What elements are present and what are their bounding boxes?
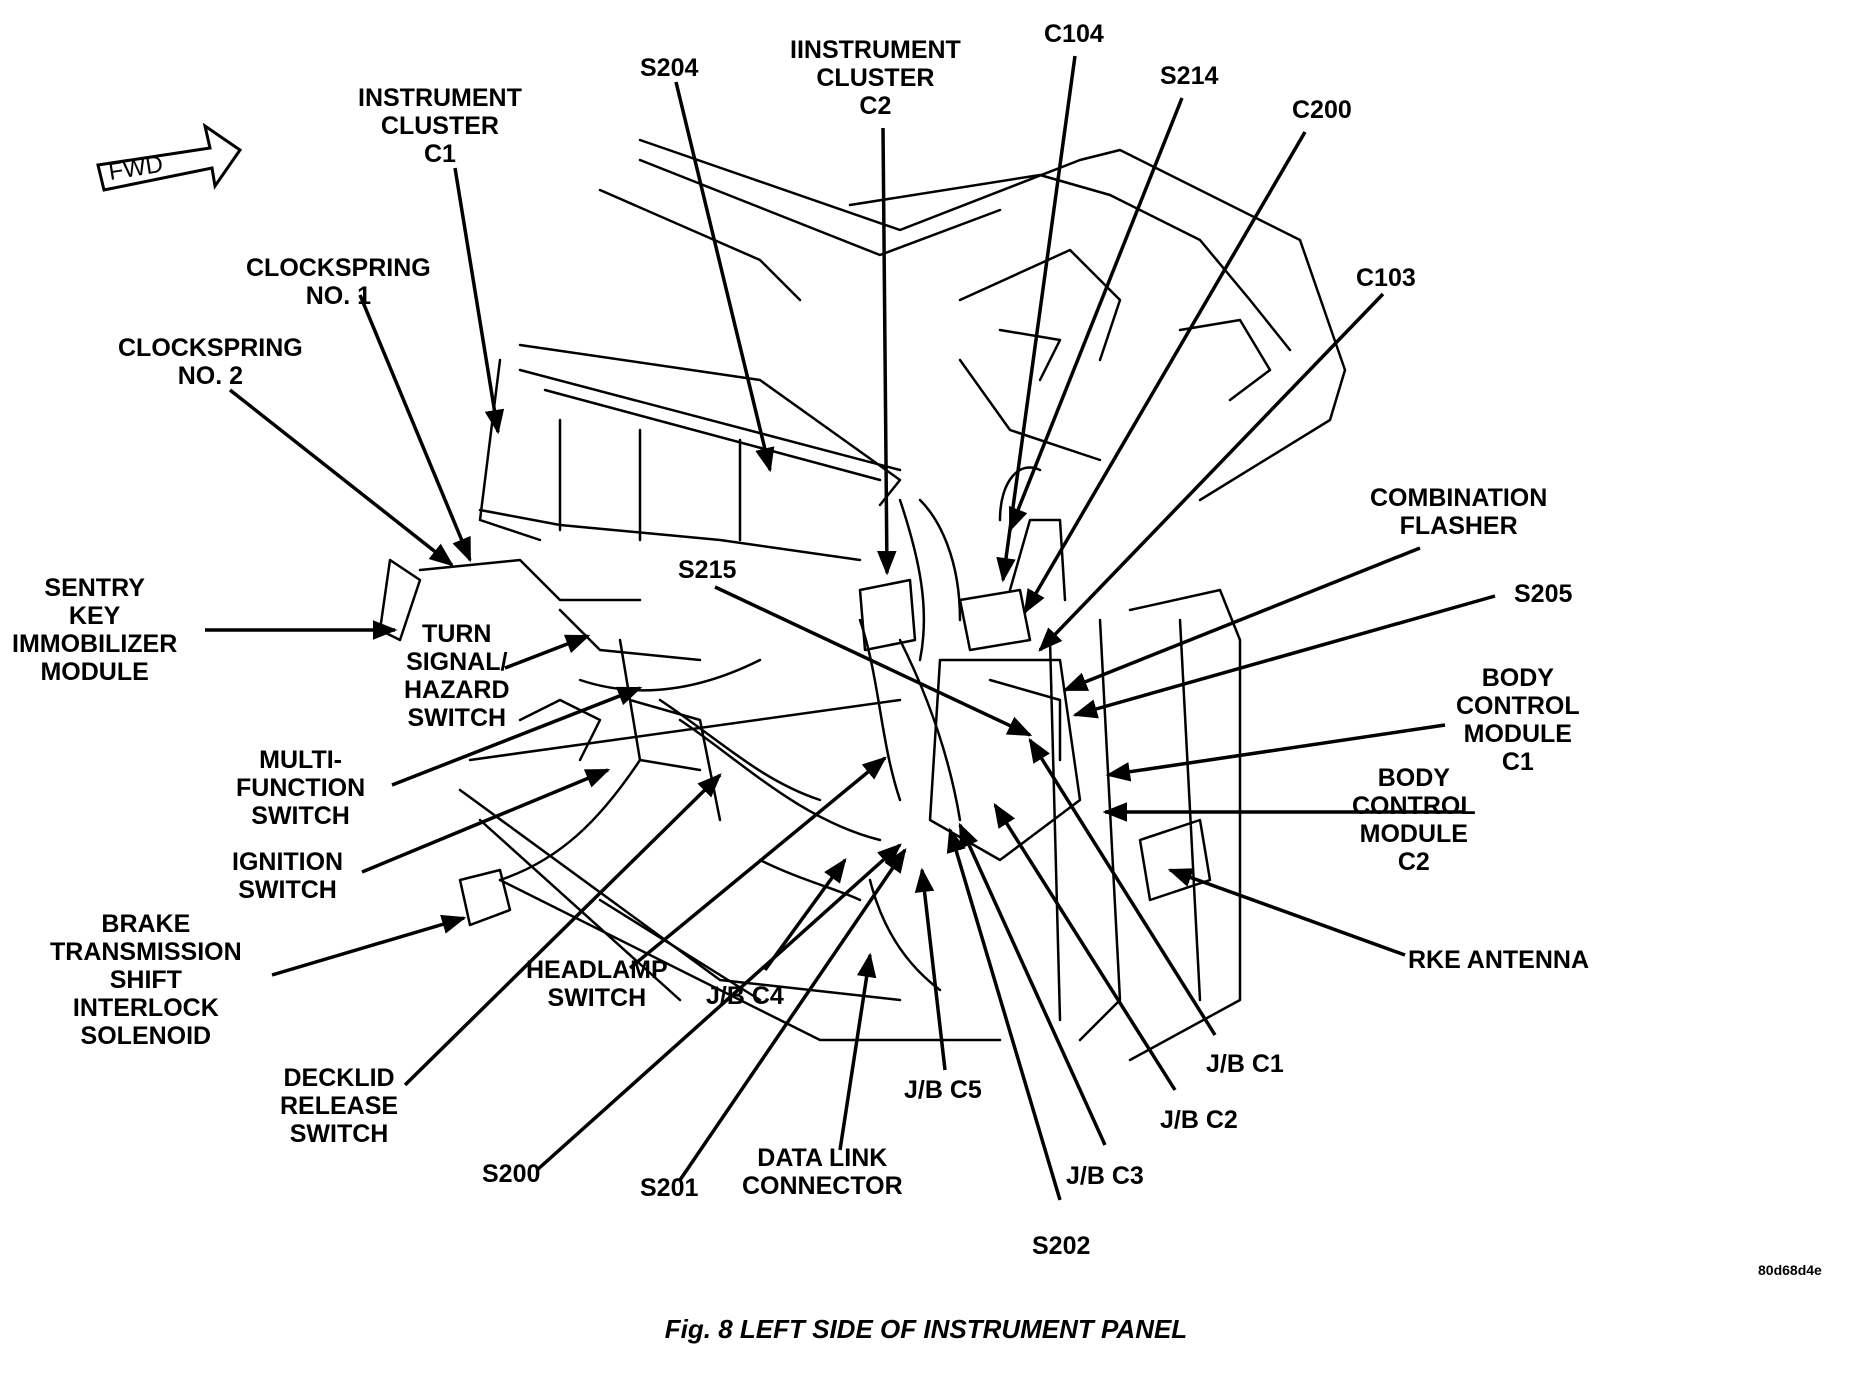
label-s202: S202: [1032, 1232, 1091, 1260]
label-jb-c2: J/B C2: [1160, 1106, 1238, 1134]
label-s200: S200: [482, 1160, 541, 1188]
image-code: 80d68d4e: [1758, 1262, 1822, 1278]
label-jb-c5: J/B C5: [904, 1076, 982, 1104]
leader-lines: [205, 55, 1496, 1201]
fwd-arrow-icon: FWD: [96, 122, 243, 192]
label-s205: S205: [1514, 580, 1573, 608]
label-s201: S201: [640, 1174, 699, 1202]
instrument-panel-art: [378, 138, 1347, 1062]
label-c200: C200: [1292, 96, 1352, 124]
label-c103: C103: [1356, 264, 1416, 292]
label-s214: S214: [1160, 62, 1219, 90]
label-jb-c4: J/B C4: [706, 982, 784, 1010]
label-s204: S204: [640, 54, 699, 82]
label-s215: S215: [678, 556, 737, 584]
label-jb-c1: J/B C1: [1206, 1050, 1284, 1078]
label-jb-c3: J/B C3: [1066, 1162, 1144, 1190]
figure-caption: Fig. 8 LEFT SIDE OF INSTRUMENT PANEL: [664, 1314, 1188, 1344]
label-c104: C104: [1044, 20, 1104, 48]
label-rke-antenna: RKE ANTENNA: [1408, 946, 1590, 974]
